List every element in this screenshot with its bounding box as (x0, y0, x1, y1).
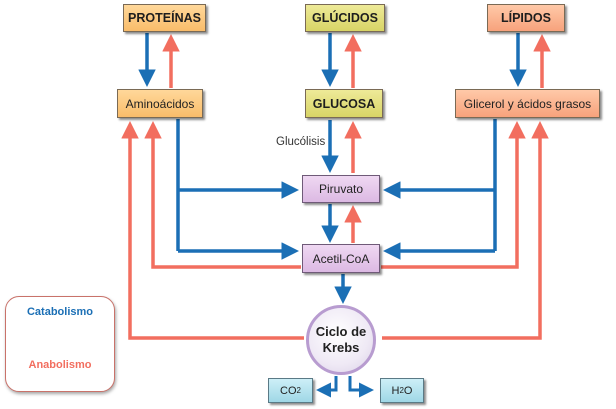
lipids-box: LÍPIDOS (487, 4, 565, 32)
legend-catabolism-label: Catabolismo (26, 306, 93, 318)
co2-label: CO (280, 384, 297, 397)
glycolysis-label: Glucólisis (276, 136, 326, 148)
arrow-krebs-to-glycerol (382, 121, 549, 340)
glucids-box: GLÚCIDOS (305, 4, 385, 32)
pyruvate-box: Piruvato (302, 175, 380, 203)
co2-subscript: 2 (296, 386, 301, 395)
arrow-acetylcoa-to-glycerol (381, 121, 526, 269)
krebs-label-line1: Ciclo de (315, 324, 367, 339)
h2o-subscript: 2 (399, 386, 404, 395)
krebs-cycle-circle: Ciclo de Krebs (306, 305, 376, 375)
arrow-krebs-to-co2 (316, 376, 338, 398)
h2o-o: O (403, 384, 413, 397)
h2o-h: H (391, 384, 400, 397)
glucose-box: GLUCOSA (305, 89, 383, 118)
arrow-krebs-to-h2o (348, 376, 374, 398)
krebs-label-line2: Krebs (322, 340, 360, 355)
legend-anabolism-label: Anabolismo (28, 359, 92, 371)
arrow-krebs-to-aminoacids (121, 121, 304, 340)
glycerol-fatty-acids-box: Glicerol y ácidos grasos (455, 89, 600, 118)
aminoacids-box: Aminoácidos (117, 89, 203, 118)
legend: Catabolismo Anabolismo (5, 296, 115, 392)
acetyl-coa-box: Acetil-CoA (302, 244, 380, 273)
proteins-box: PROTEÍNAS (123, 4, 206, 32)
arrow-acetylcoa-to-aminoacids (144, 121, 301, 269)
